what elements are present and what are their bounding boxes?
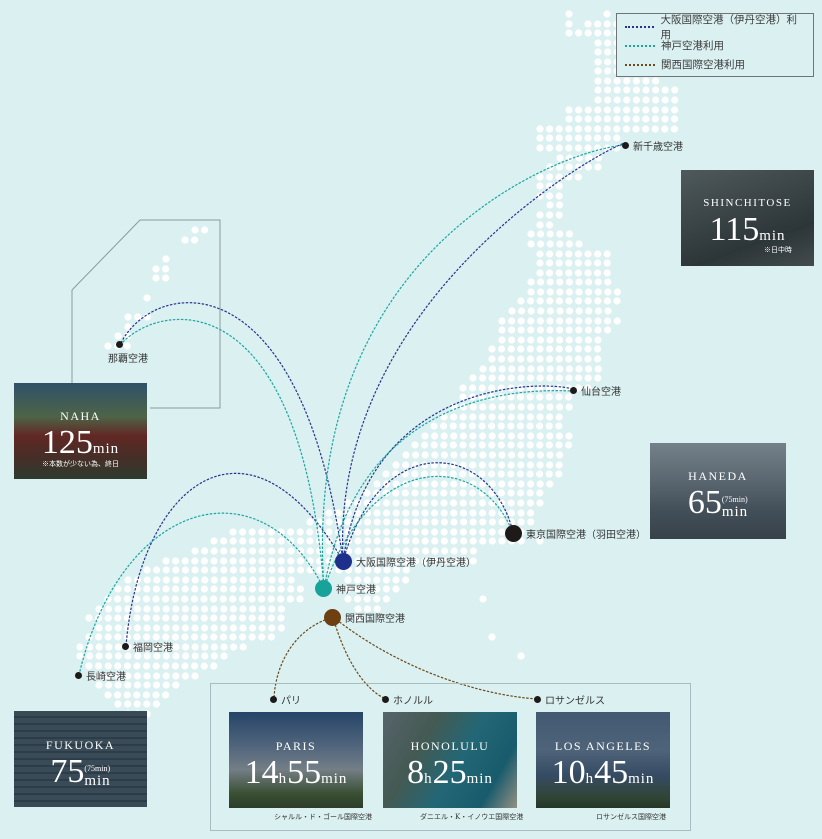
card-honolulu: HONOLULU 8h25min (383, 712, 517, 808)
hub-label: 神戸空港 (336, 585, 376, 596)
card-losangeles: LOS ANGELES 10h45min (536, 712, 670, 808)
location-dot-icon (382, 696, 389, 703)
dotted-line-blue-icon (625, 25, 655, 28)
card-time: 8h25min (407, 754, 493, 791)
card-time: 10h45min (551, 754, 655, 791)
card-city: SHINCHITOSE (703, 197, 792, 209)
legend-item-kobe: 神戸空港利用 (625, 36, 805, 55)
card-note: ※日中時 (764, 246, 792, 254)
eiffel-tower-photo (229, 712, 363, 808)
haneda-marker-icon (505, 525, 522, 542)
dotted-line-teal-icon (625, 44, 655, 47)
legend: 大阪国際空港（伊丹空港）利用 神戸空港利用 関西国際空港利用 (616, 13, 814, 77)
card-time: 14h55min (244, 754, 348, 791)
card-paris: PARIS 14h55min (229, 712, 363, 808)
airport-haneda: 東京国際空港（羽田空港） (505, 525, 646, 542)
terminal-interior-photo (650, 443, 786, 539)
location-dot-icon (116, 341, 123, 348)
airport-sendai: 仙台空港 (570, 383, 621, 398)
kobe-marker-icon (315, 580, 332, 597)
kansai-marker-icon (324, 609, 341, 626)
card-haneda: HANEDA 65(75min)min (650, 443, 786, 539)
card-fukuoka: FUKUOKA 75(75min)min (14, 711, 147, 807)
airport-aerial-photo (681, 170, 814, 266)
card-time: 75(75min)min (50, 753, 111, 790)
dotted-line-brown-icon (625, 63, 655, 66)
card-city: FUKUOKA (45, 738, 116, 752)
shuri-gate-photo (14, 383, 147, 479)
legend-item-itami: 大阪国際空港（伊丹空港）利用 (625, 14, 805, 41)
airport-losangeles: ロサンゼルス (534, 692, 605, 707)
legend-label: 神戸空港利用 (661, 40, 724, 52)
hub-kansai: 関西国際空港 (324, 609, 405, 626)
airport-caption-losangeles: ロサンゼルス国際空港 (596, 813, 666, 821)
card-city: HANEDA (688, 469, 748, 483)
airport-honolulu: ホノルル (382, 692, 433, 707)
hub-itami: 大阪国際空港（伊丹空港） (335, 553, 476, 570)
location-dot-icon (622, 142, 629, 149)
legend-item-kansai: 関西国際空港利用 (625, 55, 805, 74)
location-dot-icon (75, 672, 82, 679)
card-city: PARIS (275, 739, 317, 753)
airport-shinchitose: 新千歳空港 (622, 138, 683, 153)
waikiki-beach-photo (383, 712, 517, 808)
location-dot-icon (534, 696, 541, 703)
hub-label: 関西国際空港 (345, 614, 405, 625)
airport-fukuoka: 福岡空港 (122, 639, 173, 654)
card-note: ※本数が少ない為、終日 (42, 460, 119, 468)
card-time: 115min (709, 211, 786, 248)
location-dot-icon (122, 643, 129, 650)
los-angeles-skyline-photo (536, 712, 670, 808)
card-time: 65(75min)min (687, 484, 749, 521)
airport-paris: パリ (270, 692, 301, 707)
hub-kobe: 神戸空港 (315, 580, 376, 597)
airport-caption-honolulu: ダニエル・K・イノウエ国際空港 (420, 813, 524, 821)
airport-nagasaki: 長崎空港 (75, 668, 126, 683)
itami-marker-icon (335, 553, 352, 570)
location-dot-icon (570, 387, 577, 394)
card-time: 125min (41, 424, 120, 461)
card-naha: NAHA 125min ※本数が少ない為、終日 (14, 383, 147, 479)
card-city: NAHA (60, 409, 101, 423)
legend-label: 関西国際空港利用 (661, 59, 745, 71)
location-dot-icon (270, 696, 277, 703)
hakata-station-photo (14, 711, 147, 807)
card-city: LOS ANGELES (554, 739, 652, 753)
international-routes-frame (210, 683, 691, 831)
airport-caption-paris: シャルル・ド・ゴール国際空港 (274, 813, 372, 821)
airport-naha: 那覇空港 (108, 341, 148, 365)
hub-label: 大阪国際空港（伊丹空港） (356, 558, 476, 569)
card-city: HONOLULU (410, 739, 490, 753)
card-shinchitose: SHINCHITOSE 115min ※日中時 (681, 170, 814, 266)
legend-label: 大阪国際空港（伊丹空港）利用 (660, 13, 797, 41)
